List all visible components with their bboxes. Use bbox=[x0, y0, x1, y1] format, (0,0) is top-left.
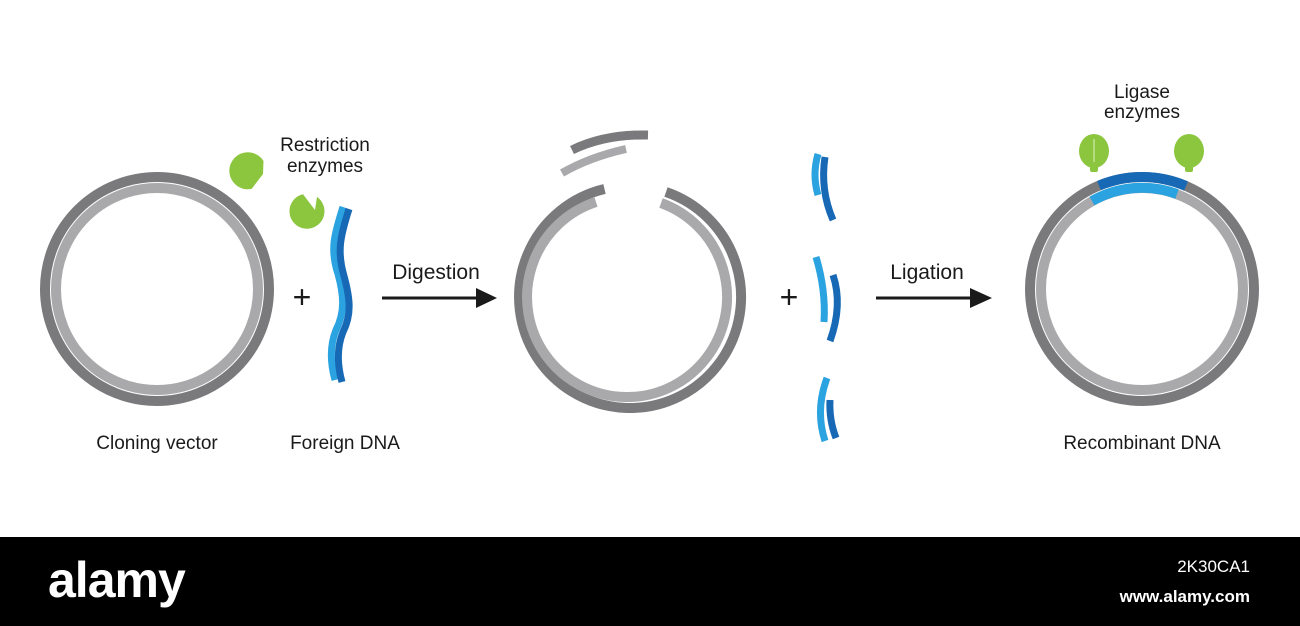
restriction-enzymes-label-line1: Restriction bbox=[280, 135, 370, 156]
cloning-diagram: Restriction enzymes + Cloning vector For… bbox=[40, 82, 1259, 454]
cloning-vector-plasmid bbox=[40, 172, 274, 406]
ligase-enzymes-label-line2: enzymes bbox=[1104, 102, 1180, 123]
opened-vector-outer-strand bbox=[514, 184, 747, 414]
ligation-label: Ligation bbox=[890, 261, 964, 284]
restriction-enzyme-icon bbox=[289, 194, 325, 229]
opened-vector-inner-strand bbox=[522, 197, 733, 403]
restriction-enzymes-label-line2: enzymes bbox=[287, 156, 363, 177]
foreign-dna-light-strand bbox=[327, 205, 347, 381]
foreign-dna-dark-strand bbox=[334, 207, 353, 383]
site-url: www.alamy.com bbox=[1119, 587, 1250, 606]
digestion-label: Digestion bbox=[392, 261, 480, 284]
plus-sign: + bbox=[293, 279, 312, 315]
recombinant-dna-label: Recombinant DNA bbox=[1063, 433, 1221, 454]
vector-inner-strand bbox=[51, 183, 263, 395]
foreign-dna-label: Foreign DNA bbox=[290, 433, 400, 454]
digestion-arrowhead bbox=[476, 288, 497, 308]
opened-vector-plasmid bbox=[514, 184, 747, 414]
excised-vector-piece-inner bbox=[560, 145, 627, 177]
alamy-logo: alamy bbox=[48, 552, 186, 608]
inserted-dna-outer bbox=[1097, 172, 1188, 191]
ligase-enzyme-icon bbox=[1174, 134, 1204, 172]
image-code: 2K30CA1 bbox=[1177, 557, 1250, 576]
plus-sign: + bbox=[780, 279, 799, 315]
ligase-enzymes-label-line1: Ligase bbox=[1114, 82, 1170, 103]
recombinant-inner-strand bbox=[1036, 183, 1248, 395]
ligase-enzyme-icon bbox=[1079, 134, 1109, 172]
inserted-dna-inner bbox=[1089, 182, 1179, 206]
watermark-footer: alamy 2K30CA1 www.alamy.com bbox=[0, 537, 1300, 626]
cloning-vector-label: Cloning vector bbox=[96, 433, 218, 454]
restriction-enzyme-icon bbox=[229, 152, 264, 190]
ligation-arrowhead bbox=[970, 288, 992, 308]
dna-fragment-top bbox=[811, 153, 837, 222]
foreign-dna-strand bbox=[327, 205, 353, 383]
dna-fragment-bottom bbox=[816, 376, 840, 443]
excised-vector-piece-outer bbox=[570, 130, 649, 155]
vector-outer-strand bbox=[40, 172, 274, 406]
dna-fragment-middle bbox=[812, 255, 841, 343]
recombinant-plasmid bbox=[1025, 172, 1259, 406]
recombinant-outer-strand bbox=[1025, 172, 1259, 406]
